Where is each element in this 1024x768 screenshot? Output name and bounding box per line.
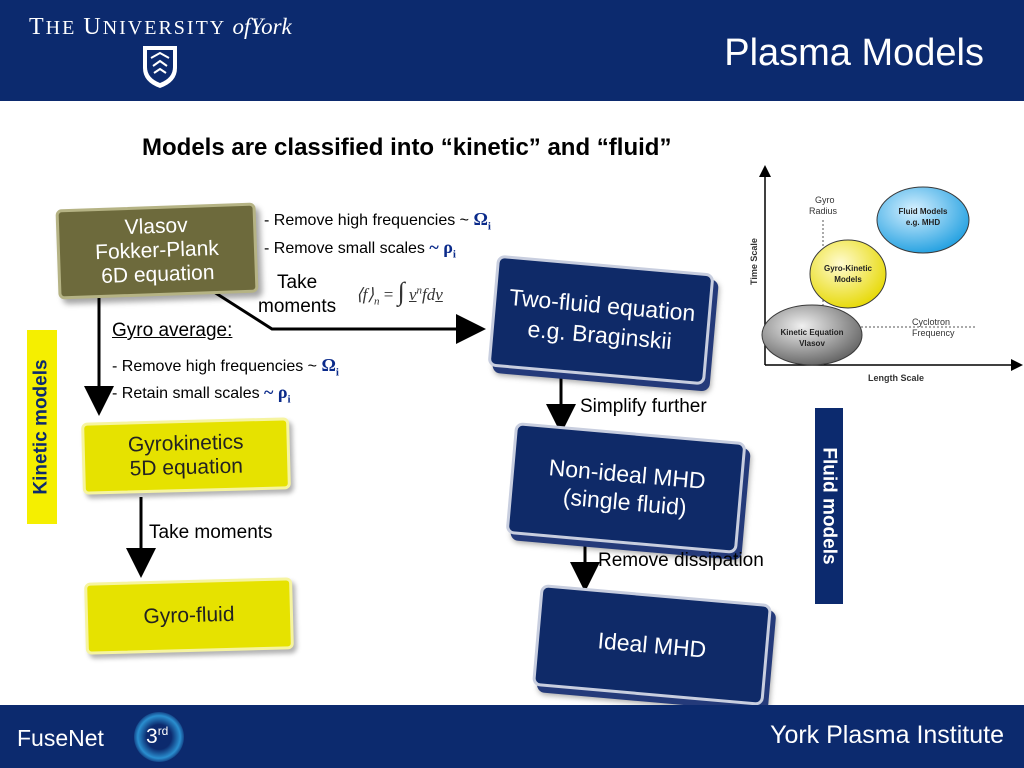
note-retain-small-scales: - Retain small scales ~ ρi [112,382,291,406]
arrow-vlasov-to-twofluid [213,290,486,344]
institute-label: York Plasma Institute [770,721,1004,749]
vlasov-box: Vlasov Fokker-Plank 6D equation [55,202,259,300]
nonideal-mhd-box: Non-ideal MHD (single fluid) [505,422,747,554]
twofluid-box: Two-fluid equation e.g. Braginskii [487,254,715,386]
svg-text:Length Scale: Length Scale [868,373,924,383]
note-gyro-average: Gyro average: [112,320,233,341]
gyrokinetics-box: Gyrokinetics 5D equation [81,417,291,495]
note-take-moments-gyro: Take moments [149,522,273,543]
note-remove-small-scales: - Remove small scales ~ ρi [264,237,456,261]
scale-inset-diagram: Time Scale Length Scale Gyro Radius Cycl… [749,165,1023,383]
svg-text:Fluid Models: Fluid Models [899,207,948,216]
note-take-moments-vlasov: Take moments [258,272,337,317]
svg-text:Radius: Radius [809,206,838,216]
moment-formula: ⟨f⟩n = ∫ vnfdv [356,277,443,308]
fluid-models-label: Fluid models [815,408,843,604]
crest-icon [143,46,177,88]
svg-text:Vlasov: Vlasov [799,339,825,348]
slide-title: Plasma Models [724,32,984,74]
university-wordmark: THE UNIVERSITY ofYork [29,14,292,40]
fusenet-badge-text: 3rd [146,724,169,748]
svg-text:Gyro-Kinetic: Gyro-Kinetic [824,264,873,273]
fusenet-label: FuseNet [17,725,104,751]
note-remove-high-freq-gyro: - Remove high frequencies ~ Ωi [112,355,339,379]
note-remove-dissipation: Remove dissipation [598,550,764,571]
slide-subtitle: Models are classified into “kinetic” and… [142,134,672,161]
fusenet-badge-icon [134,712,184,762]
svg-text:Models: Models [834,275,862,284]
svg-text:Frequency: Frequency [912,328,955,338]
kinetic-models-label: Kinetic models [27,330,57,524]
gyrofluid-box: Gyro-fluid [84,577,294,655]
note-remove-high-freq-top: - Remove high frequencies ~ Ωi [264,209,491,233]
note-simplify-further: Simplify further [580,396,707,417]
ideal-mhd-box: Ideal MHD [531,584,773,706]
svg-text:Cyclotron: Cyclotron [912,317,950,327]
svg-text:Kinetic Equation: Kinetic Equation [780,328,843,337]
svg-text:Time Scale: Time Scale [749,238,759,285]
svg-text:Gyro: Gyro [815,195,835,205]
svg-text:e.g. MHD: e.g. MHD [906,218,940,227]
